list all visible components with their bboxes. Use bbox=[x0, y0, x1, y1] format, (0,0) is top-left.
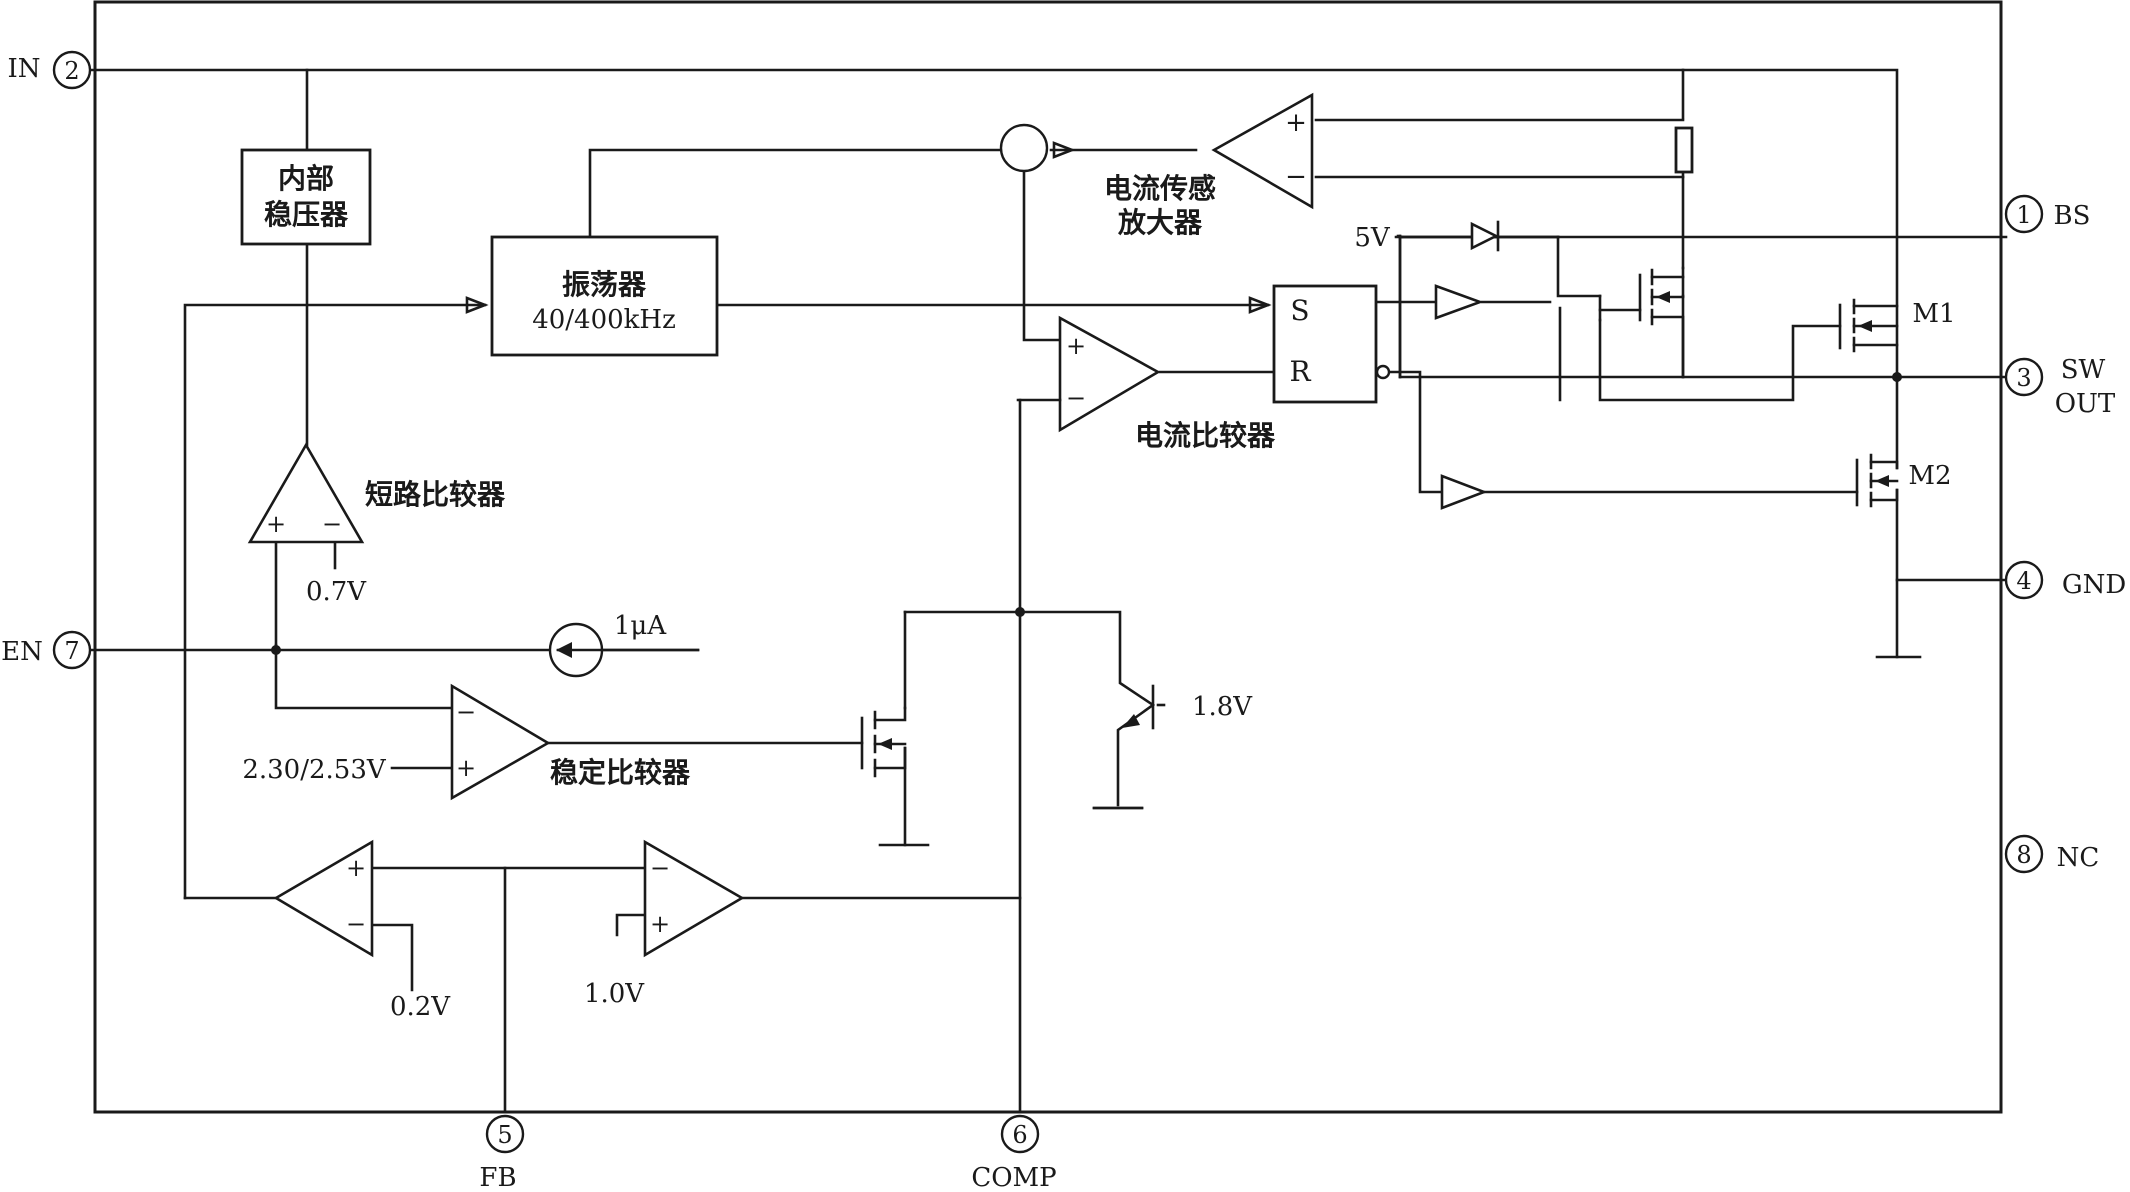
wiring bbox=[88, 68, 2008, 1114]
oscillator-line1: 振荡器 bbox=[562, 268, 647, 301]
diode-triangle bbox=[1470, 221, 1499, 251]
current-sum-node bbox=[999, 123, 1049, 173]
pin-comp-label: COMP bbox=[971, 1163, 1056, 1192]
junction-comp bbox=[1015, 607, 1025, 617]
v-5v: 5V bbox=[1354, 223, 1391, 253]
v-ref: 2.30/2.53V bbox=[242, 755, 387, 785]
svg-text:1: 1 bbox=[2016, 201, 2031, 229]
pin-nc-label: NC bbox=[2057, 843, 2100, 873]
latch-s-label: S bbox=[1290, 294, 1309, 327]
oscillator-line2: 40/400kHz bbox=[532, 305, 676, 335]
scc-label: 短路比较器 bbox=[365, 478, 506, 511]
csa-plus: + bbox=[1285, 108, 1307, 138]
current-comparator bbox=[1058, 315, 1161, 433]
cc-plus: + bbox=[1066, 332, 1086, 360]
pin-out-label: OUT bbox=[2055, 389, 2116, 419]
m1-mosfet bbox=[1838, 298, 1899, 353]
latch-r-label: R bbox=[1289, 355, 1311, 388]
cc-minus: − bbox=[1066, 384, 1086, 412]
fb-short-comparator bbox=[273, 839, 374, 958]
regulator-line2: 稳压器 bbox=[264, 198, 349, 231]
pin-fb-label: FB bbox=[479, 1163, 516, 1192]
pin-fb[interactable]: 5 FB bbox=[479, 1114, 525, 1192]
ea-plus: + bbox=[650, 910, 670, 938]
short-circuit-comparator bbox=[247, 442, 365, 544]
m1-label: M1 bbox=[1912, 299, 1955, 329]
svg-text:3: 3 bbox=[2016, 364, 2031, 392]
stc-minus: − bbox=[456, 698, 476, 726]
m2-label: M2 bbox=[1908, 461, 1951, 491]
clamp-nmos bbox=[860, 706, 907, 778]
latch-s-arrow bbox=[1248, 296, 1272, 314]
pnp-clamp bbox=[1122, 684, 1155, 730]
pin-in[interactable]: 2 IN bbox=[7, 50, 92, 90]
pin-sw[interactable]: 3 SW OUT bbox=[2004, 355, 2116, 419]
internal-regulator-box bbox=[240, 148, 372, 246]
cs-arrow bbox=[556, 642, 572, 658]
fb1-minus: − bbox=[346, 910, 366, 938]
error-amplifier bbox=[643, 839, 745, 958]
pin-nc[interactable]: 8 NC bbox=[2004, 834, 2100, 874]
high-side-driver bbox=[1434, 284, 1484, 320]
v-10: 1.0V bbox=[584, 979, 645, 1009]
current-sense-amplifier bbox=[1211, 92, 1314, 210]
cc-label: 电流比较器 bbox=[1135, 419, 1276, 452]
csa-minus: − bbox=[1285, 162, 1307, 192]
svg-text:2: 2 bbox=[64, 57, 79, 85]
chip-outline bbox=[93, 0, 2003, 1114]
latch-qbar-bubble bbox=[1375, 364, 1391, 380]
osc-arrow bbox=[465, 296, 489, 314]
pin-sw-label: SW bbox=[2061, 355, 2106, 385]
low-side-driver bbox=[1440, 474, 1488, 510]
pin-bs-label: BS bbox=[2054, 201, 2091, 231]
svg-text:7: 7 bbox=[64, 637, 79, 665]
ea-minus: − bbox=[650, 854, 670, 882]
pin-bs[interactable]: 1 BS bbox=[2004, 194, 2091, 234]
junction-en bbox=[271, 645, 281, 655]
v-07: 0.7V bbox=[306, 577, 367, 607]
oscillator-box bbox=[490, 235, 719, 357]
pin-en-label: EN bbox=[1, 637, 43, 667]
scc-plus: + bbox=[266, 510, 286, 538]
pin-comp[interactable]: 6 COMP bbox=[971, 1114, 1057, 1192]
v-18: 1.8V bbox=[1192, 692, 1253, 722]
stable-comparator bbox=[450, 683, 551, 801]
v-02: 0.2V bbox=[390, 992, 451, 1022]
stc-plus: + bbox=[456, 754, 476, 782]
i-1ua: 1μA bbox=[614, 611, 667, 641]
sum-arrow bbox=[1052, 141, 1076, 159]
pin-en[interactable]: 7 EN bbox=[1, 630, 92, 670]
junction-sw bbox=[1892, 372, 1902, 382]
scc-minus: − bbox=[322, 510, 342, 538]
svg-text:8: 8 bbox=[2016, 841, 2031, 869]
regulator-line1: 内部 bbox=[278, 162, 334, 195]
pin-gnd[interactable]: 4 GND bbox=[2004, 560, 2126, 600]
csa-label-line1: 电流传感 bbox=[1104, 172, 1216, 205]
pin-in-label: IN bbox=[7, 54, 40, 84]
m2-mosfet bbox=[1855, 453, 1899, 508]
stc-label: 稳定比较器 bbox=[550, 756, 691, 789]
svg-text:5: 5 bbox=[497, 1121, 512, 1149]
sr-latch-box bbox=[1272, 284, 1378, 404]
svg-text:6: 6 bbox=[1012, 1121, 1027, 1149]
csa-label-line2: 放大器 bbox=[1117, 206, 1203, 239]
svg-text:4: 4 bbox=[2016, 567, 2031, 595]
bootstrap-nmos bbox=[1638, 268, 1685, 379]
pin-gnd-label: GND bbox=[2062, 570, 2126, 600]
fb1-plus: + bbox=[346, 854, 366, 882]
sense-resistor bbox=[1674, 126, 1694, 174]
